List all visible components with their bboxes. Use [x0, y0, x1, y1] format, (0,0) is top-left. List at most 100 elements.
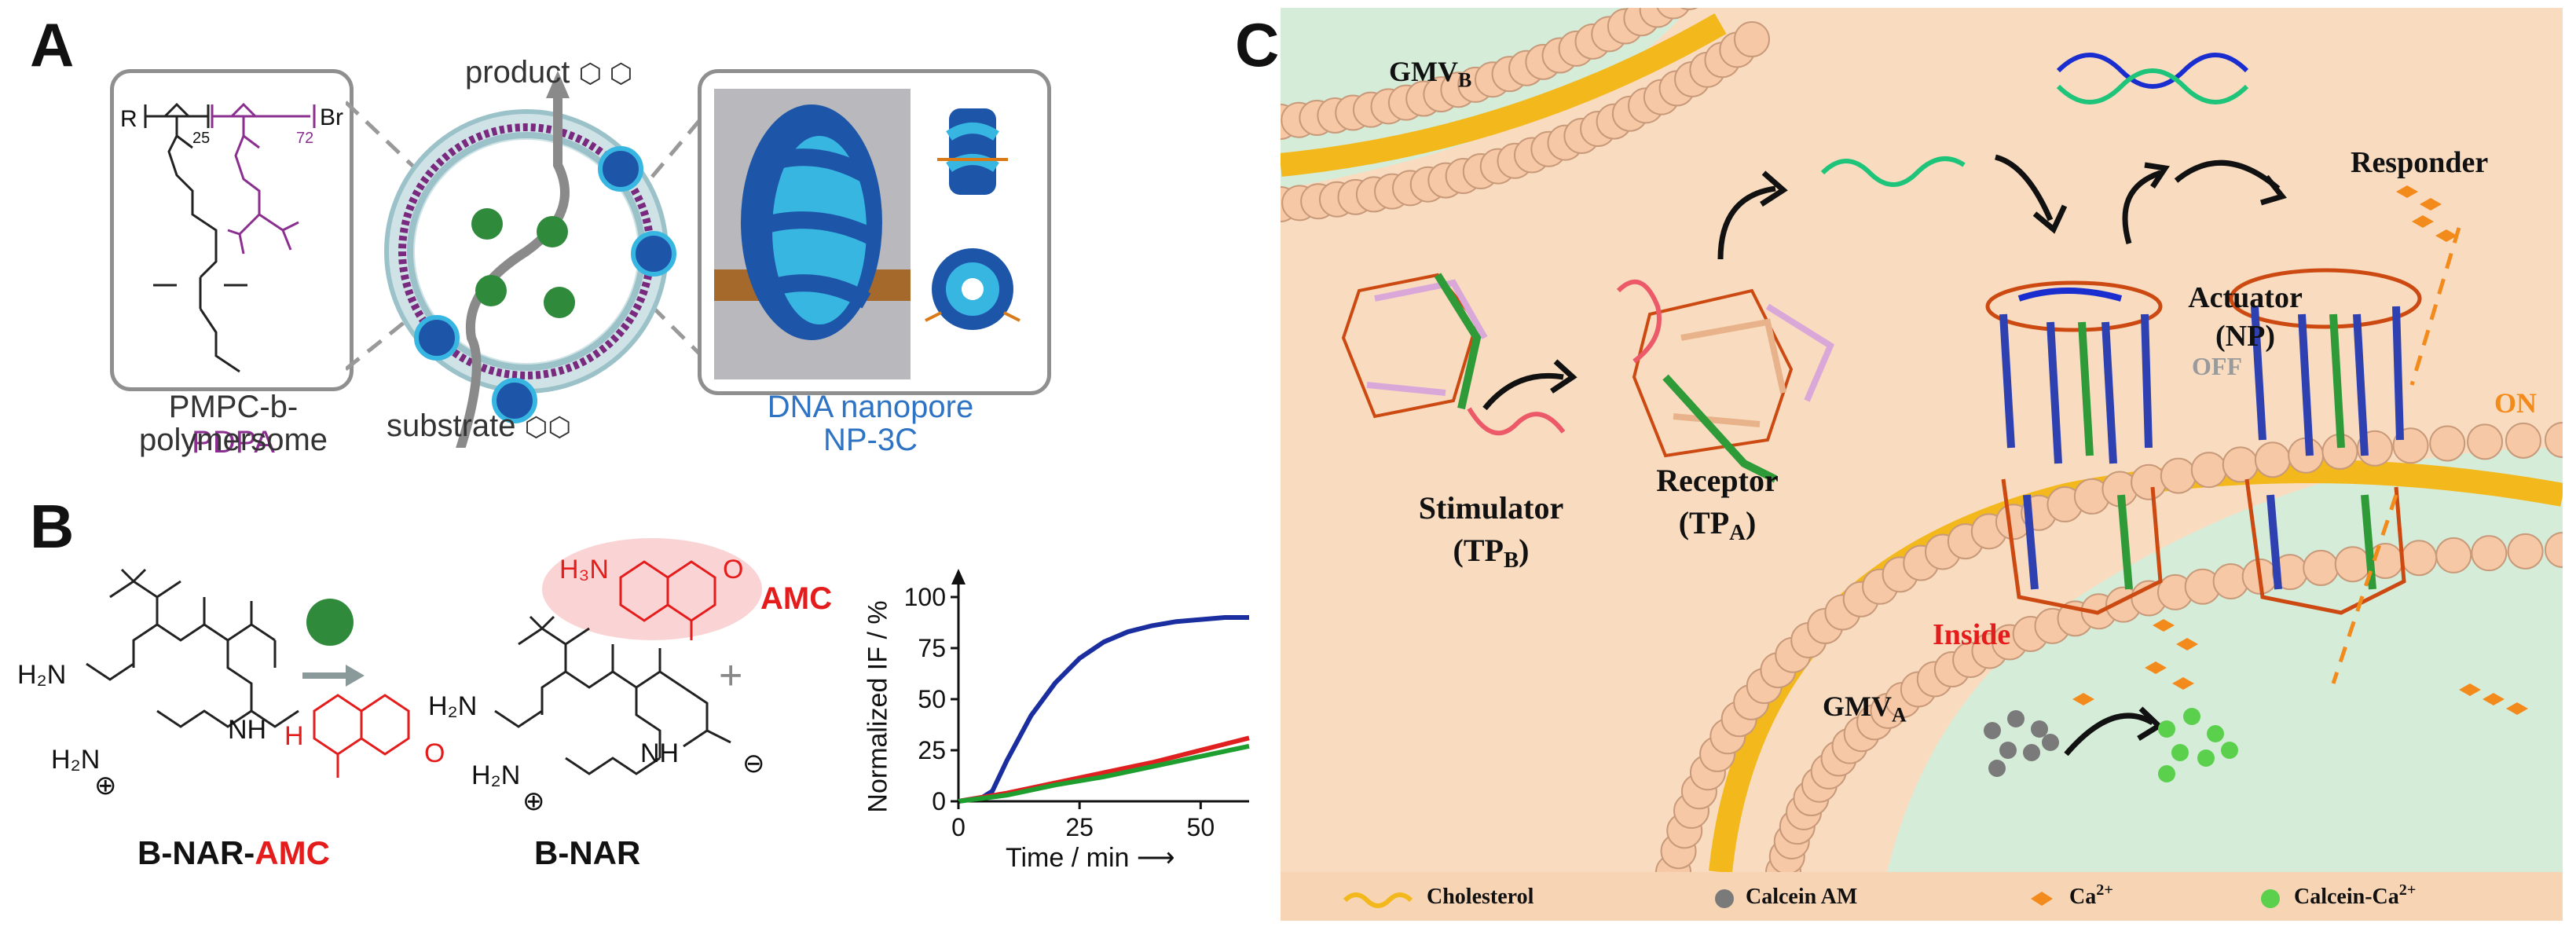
substrate-text: substrate: [387, 409, 516, 443]
membrane-bead: [2505, 422, 2541, 459]
membrane-bead: [1656, 8, 1691, 20]
actuator-off-structure: [1985, 280, 2163, 464]
b-nar-structure: [494, 615, 731, 775]
panel-label-c: C: [1235, 10, 1280, 79]
membrane-bead: [2303, 549, 2340, 586]
polymer-label-line2: polymersome: [138, 423, 328, 457]
chart-series-line-0: [958, 615, 1249, 804]
compound1-label: B-NAR-AMC: [137, 834, 330, 872]
b-nar-amc-structure: [86, 568, 410, 778]
membrane-bead: [2131, 464, 2167, 500]
actuator-label: Actuator (NP): [2167, 279, 2324, 357]
chem-bnar-nh: NH: [640, 738, 680, 768]
chem-bnar-h2n: H₂N: [428, 691, 478, 721]
struct-br: Br: [320, 104, 343, 130]
polymer-structure-box: R Br 25 72: [110, 69, 354, 391]
membrane-bead: [2401, 540, 2438, 577]
compound1-suffix: AMC: [255, 834, 330, 871]
chem-bnar-h2n-2: H₂N: [471, 760, 521, 790]
membrane-bead: [2334, 546, 2371, 583]
amc-label: AMC: [760, 581, 833, 616]
legend-calcein-am-icon: [1715, 889, 1734, 908]
actuator-np: (NP): [2215, 320, 2275, 354]
chart-y-arrow: [951, 569, 966, 584]
chart-x-tick-label: 25: [1065, 813, 1094, 841]
chart-xlabel: Time / min ⟶: [1006, 842, 1175, 874]
inside-label: Inside: [1933, 618, 2011, 651]
chem-bnar-plus: ⊕: [522, 786, 545, 816]
receptor-text: Receptor: [1656, 463, 1779, 498]
legend-calcein-ca-sup: 2+: [2398, 881, 2417, 899]
gmv-b-sub: B: [1457, 68, 1472, 92]
polymer-structure-drawing: [144, 102, 316, 373]
chem-amc-product-h3n: H₃N: [559, 555, 609, 584]
nanopore-label-line1: DNA nanopore: [767, 390, 974, 424]
panel-c-frame: GMVB GMVA Stimulator (TPB) Receptor (TPA…: [1281, 8, 2563, 921]
chart-x-tick-label: 50: [1187, 813, 1215, 841]
off-label: OFF: [2192, 352, 2242, 380]
legend-calcein-am-label: Calcein AM: [1746, 885, 1858, 909]
membrane-bead: [2507, 533, 2544, 570]
chart-y-tick-label: 50: [918, 685, 946, 713]
calcein-ca-dots: [2158, 708, 2238, 782]
receptor-label: Receptor (TPA): [1631, 460, 1804, 548]
gmv-a-label: GMVA: [1823, 690, 1907, 727]
nanopore-illustration: [714, 89, 1021, 379]
membrane-top-core: [1281, 13, 1727, 177]
nanopore-box: [698, 69, 1051, 395]
membrane-bead: [2471, 535, 2508, 572]
chart-y-tick-label: 75: [918, 634, 946, 662]
chart-x-tick-label: 0: [951, 813, 966, 841]
chem-amc-nh: NH: [228, 715, 267, 745]
membrane-bead: [2429, 425, 2466, 462]
legend-ca-text: Ca: [2069, 885, 2097, 910]
membrane-bead: [1680, 8, 1698, 10]
legend-calcein-ca-text: Calcein-Ca: [2294, 885, 2399, 910]
struct-r: R: [120, 106, 137, 132]
polymer-label-line1: PMPC-b-PDPA: [127, 390, 339, 460]
gmv-b-label: GMVB: [1389, 55, 1471, 92]
struct-n72: 72: [296, 130, 314, 147]
receptor-tp: (TPA): [1678, 505, 1757, 546]
process-arrows: [1482, 154, 2287, 757]
responder-label: Responder: [2351, 146, 2489, 179]
calcium-ions: [2072, 185, 2528, 715]
polymer-label-pmpc: PMPC-b-: [168, 390, 299, 424]
legend-ca-sup: 2+: [2096, 881, 2113, 899]
polymer-label-pdpa: PDPA: [192, 425, 275, 460]
chart-series-line-2: [958, 743, 1250, 804]
stimulator-tp: (TPB): [1453, 533, 1530, 573]
receptor-structure: [1616, 279, 1835, 483]
chart-y-tick-label: 0: [932, 787, 946, 815]
connector-lines-left: [346, 101, 426, 371]
membrane-bead: [2222, 446, 2259, 483]
struct-n25: 25: [192, 130, 211, 147]
amc-structure: [542, 538, 762, 640]
membrane-bead: [2254, 442, 2291, 478]
compound1-prefix: B-NAR-: [137, 834, 255, 871]
on-label: ON: [2494, 387, 2537, 419]
calcein-am-dots: [1984, 710, 2059, 777]
gmv-b-text: GMV: [1389, 56, 1458, 87]
panel-label-b: B: [30, 492, 75, 561]
panel-label-a: A: [30, 10, 75, 79]
chem-amc-plus: ⊕: [94, 771, 117, 801]
compound2-label: B-NAR: [534, 834, 641, 871]
legend-cholesterol-icon: [1343, 892, 1413, 908]
released-dna-strands: [1820, 53, 2249, 187]
connector-lines-right: [650, 101, 716, 371]
membrane-bead: [2545, 422, 2563, 458]
membrane-bead: [2545, 532, 2563, 568]
chem-amc-h2n-2: H₂N: [51, 745, 101, 775]
membrane-bead: [1734, 21, 1770, 57]
chem-amc-h2n: H₂N: [17, 660, 67, 690]
gmv-a-sub: A: [1891, 703, 1907, 727]
actuator-on-structure: [2229, 268, 2422, 456]
chem-amc-h: H: [284, 721, 304, 751]
product-label: product ⬡ ⬡: [465, 55, 632, 90]
substrate-molecule-icon: ⬡⬡: [524, 412, 572, 442]
membrane-bead: [2160, 457, 2197, 494]
plus-sign: +: [719, 653, 743, 698]
legend-ca-icon: [2031, 892, 2053, 906]
